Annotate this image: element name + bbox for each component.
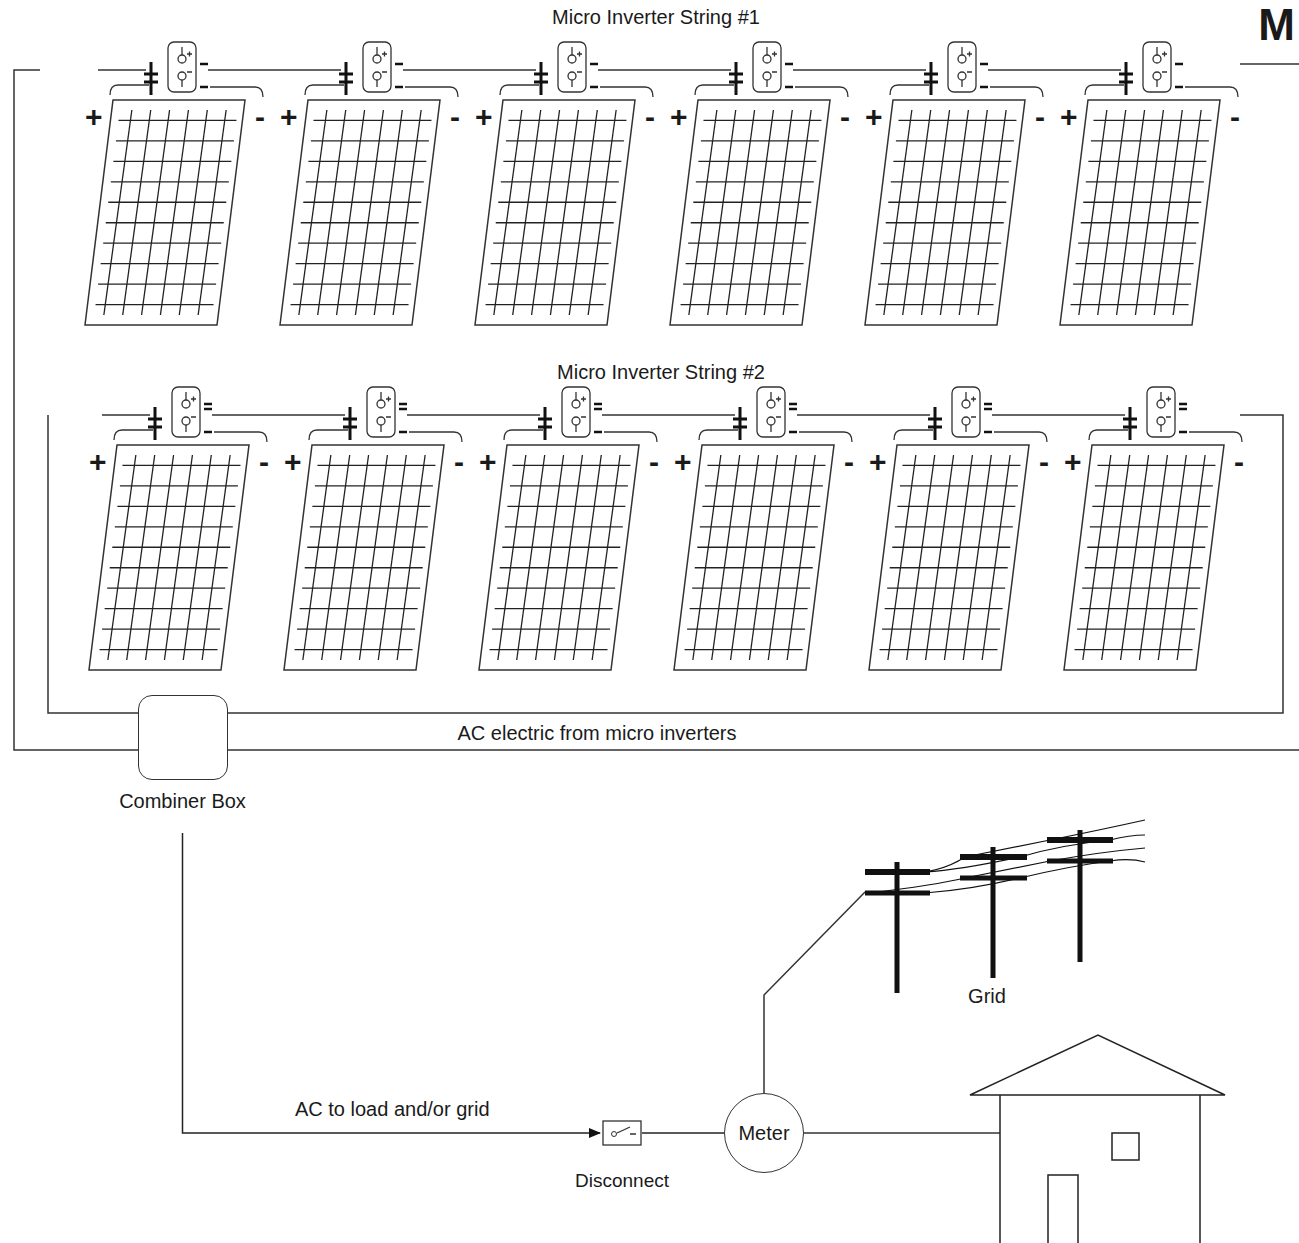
solar-panel <box>1064 445 1224 670</box>
ac-connector <box>642 1132 724 1134</box>
ac-wire <box>1240 63 1299 65</box>
solar-panel <box>674 445 834 670</box>
meter-circle: Meter <box>724 1093 804 1173</box>
solar-panel <box>89 445 249 670</box>
combiner-box: Combiner Box <box>95 695 270 813</box>
polarity-sign: - <box>255 102 265 132</box>
corner-mark: M <box>1258 0 1295 51</box>
polarity-sign: - <box>1230 102 1240 132</box>
diagram-label: AC electric from micro inverters <box>455 722 740 745</box>
polarity-sign: + <box>479 447 497 477</box>
micro-inverter <box>1089 387 1242 442</box>
polarity-sign: + <box>280 102 298 132</box>
ac-connector <box>183 833 601 1133</box>
polarity-sign: - <box>450 102 460 132</box>
polarity-sign: + <box>85 102 103 132</box>
solar-panel <box>85 100 245 325</box>
disconnect-switch: Disconnect <box>562 1120 682 1192</box>
house-wire <box>804 1132 1000 1134</box>
polarity-sign: + <box>1060 102 1078 132</box>
polarity-sign: - <box>645 102 655 132</box>
polarity-sign: - <box>454 447 464 477</box>
solar-panel <box>280 100 440 325</box>
micro-inverter <box>1085 42 1238 97</box>
micro-inverter <box>98 42 341 97</box>
ac-wire <box>14 70 1299 750</box>
house <box>970 1035 1225 1243</box>
polarity-sign: + <box>284 447 302 477</box>
solar-panel <box>1060 100 1220 325</box>
solar-panel <box>869 445 1029 670</box>
polarity-sign: + <box>475 102 493 132</box>
diagram-label: Grid <box>968 985 1006 1008</box>
solar-panel <box>865 100 1025 325</box>
polarity-sign: - <box>840 102 850 132</box>
diagram-label: Micro Inverter String #1 <box>552 6 760 29</box>
polarity-sign: - <box>1039 447 1049 477</box>
polarity-sign: + <box>1064 447 1082 477</box>
polarity-sign: + <box>674 447 692 477</box>
polarity-sign: - <box>844 447 854 477</box>
edge-label: AC to load and/or grid <box>295 1098 490 1121</box>
polarity-sign: - <box>259 447 269 477</box>
combiner-outline <box>138 695 228 780</box>
solar-panel <box>475 100 635 325</box>
ac-wire <box>48 415 1283 713</box>
grid-wire <box>764 892 865 1093</box>
polarity-sign: - <box>1035 102 1045 132</box>
node-text: Meter <box>738 1122 789 1145</box>
utility-poles <box>865 820 1145 993</box>
solar-panel <box>284 445 444 670</box>
solar-panel <box>670 100 830 325</box>
switch-symbol <box>602 1120 642 1146</box>
node-text: Disconnect <box>562 1170 682 1192</box>
diagram-label: Micro Inverter String #2 <box>557 361 765 384</box>
node-text: Combiner Box <box>95 790 270 813</box>
polarity-sign: + <box>865 102 883 132</box>
polarity-sign: - <box>1234 447 1244 477</box>
polarity-sign: + <box>670 102 688 132</box>
solar-panel <box>479 445 639 670</box>
micro-inverter <box>102 387 345 442</box>
polarity-sign: + <box>89 447 107 477</box>
polarity-sign: + <box>869 447 887 477</box>
polarity-sign: - <box>649 447 659 477</box>
